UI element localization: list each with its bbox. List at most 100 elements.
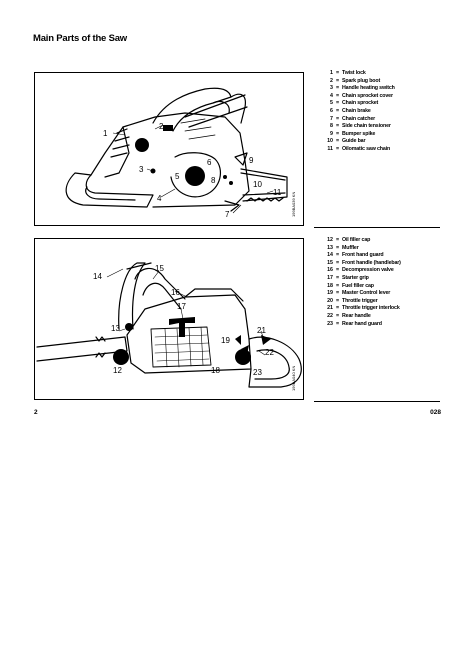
legend-number: 7 bbox=[330, 115, 333, 122]
figure-saw-rear-side: 14 15 16 17 13 12 18 19 20 21 22 23 199B… bbox=[34, 238, 304, 400]
callout-16: 16 bbox=[171, 288, 180, 297]
legend-part-name: Chain sprocket bbox=[342, 100, 379, 107]
callout-19: 19 bbox=[221, 336, 230, 345]
legend-number: 16 bbox=[327, 267, 333, 274]
callout-5: 5 bbox=[175, 172, 180, 181]
legend-part-name: Bumper spike bbox=[342, 130, 376, 137]
legend-part-name: Side chain tensioner bbox=[342, 123, 391, 130]
legend-part-name: Chain sprocket cover bbox=[342, 92, 393, 99]
legend-equals: = bbox=[335, 115, 340, 122]
legend-part-name: Handle heating switch bbox=[342, 85, 395, 92]
legend-equals: = bbox=[335, 244, 340, 251]
legend-equals: = bbox=[335, 305, 340, 312]
legend-equals: = bbox=[335, 92, 340, 99]
legend-item: 7=Chain catcher bbox=[314, 116, 395, 124]
callout-21: 21 bbox=[257, 326, 266, 335]
callout-12: 12 bbox=[113, 366, 122, 375]
legend-number: 14 bbox=[327, 252, 333, 259]
legend-number: 17 bbox=[327, 274, 333, 281]
legend-item: 1=Twist lock bbox=[314, 70, 395, 78]
legend-equals: = bbox=[335, 237, 340, 243]
legend-item: 4=Chain sprocket cover bbox=[314, 93, 395, 101]
legend-item: 23=Rear hand guard bbox=[314, 321, 401, 329]
legend-equals: = bbox=[335, 107, 340, 114]
figure-code: 199BA040 KN bbox=[291, 365, 296, 391]
legend-part-name: Muffler bbox=[342, 244, 359, 251]
legend-part-name: Throttle trigger bbox=[342, 297, 378, 304]
legend-equals: = bbox=[335, 77, 340, 84]
legend-number: 23 bbox=[327, 320, 333, 327]
legend-item: 17=Starter grip bbox=[314, 275, 401, 283]
legend-equals: = bbox=[335, 320, 340, 327]
divider-rule bbox=[314, 401, 440, 402]
callout-9: 9 bbox=[249, 156, 254, 165]
callout-11: 11 bbox=[273, 188, 282, 197]
legend-part-name: Chain brake bbox=[342, 107, 371, 114]
callout-13: 13 bbox=[111, 324, 120, 333]
legend-item: 21=Throttle trigger interlock bbox=[314, 305, 401, 313]
callout-18: 18 bbox=[211, 366, 220, 375]
legend-equals: = bbox=[335, 267, 340, 274]
legend-item: 16=Decompression valve bbox=[314, 267, 401, 275]
legend-number: 21 bbox=[327, 305, 333, 312]
legend-part-name: Guide bar bbox=[342, 138, 366, 145]
legend-number: 5 bbox=[330, 100, 333, 107]
legend-number: 9 bbox=[330, 130, 333, 137]
legend-item: 15=Front handle (handlebar) bbox=[314, 260, 401, 268]
legend-item: 20=Throttle trigger bbox=[314, 298, 401, 306]
figure-code: 199BA039 KN bbox=[291, 191, 296, 217]
legend-number: 6 bbox=[330, 107, 333, 114]
legend-equals: = bbox=[335, 282, 340, 289]
divider-rule bbox=[314, 227, 440, 228]
legend-equals: = bbox=[335, 138, 340, 145]
legend-number: 2 bbox=[330, 77, 333, 84]
callout-23: 23 bbox=[253, 368, 262, 377]
callout-22: 22 bbox=[265, 348, 274, 357]
callout-14: 14 bbox=[93, 272, 102, 281]
legend-item: 13=Muffler bbox=[314, 245, 401, 253]
figure-saw-chain-side: 1 2 3 4 5 6 7 8 9 10 11 199BA039 KN bbox=[34, 72, 304, 226]
callout-2: 2 bbox=[159, 122, 164, 131]
legend-equals: = bbox=[335, 70, 340, 76]
callout-7: 7 bbox=[225, 210, 230, 219]
legend-equals: = bbox=[335, 274, 340, 281]
callout-10: 10 bbox=[253, 180, 262, 189]
legend-item: 5=Chain sprocket bbox=[314, 100, 395, 108]
callout-8: 8 bbox=[211, 176, 216, 185]
legend-item: 22=Rear handle bbox=[314, 313, 401, 321]
saw-illustration-rear-side: 14 15 16 17 13 12 18 19 20 21 22 23 bbox=[36, 262, 302, 388]
legend-number: 13 bbox=[327, 244, 333, 251]
legend-equals: = bbox=[335, 259, 340, 266]
legend-part-name: Starter grip bbox=[342, 274, 369, 281]
legend-part-name: Rear handle bbox=[342, 312, 371, 319]
legend-part-name: Twist lock bbox=[342, 70, 366, 76]
legend-number: 1 bbox=[330, 70, 333, 76]
callout-4: 4 bbox=[157, 194, 162, 203]
legend-number: 4 bbox=[330, 92, 333, 99]
legend-equals: = bbox=[335, 297, 340, 304]
legend-item: 10=Guide bar bbox=[314, 138, 395, 146]
legend-part-name: Oilomatic saw chain bbox=[342, 145, 391, 152]
legend-part-name: Fuel filler cap bbox=[342, 282, 374, 289]
legend-equals: = bbox=[335, 123, 340, 130]
legend-part-name: Chain catcher bbox=[342, 115, 376, 122]
page-number: 2 bbox=[34, 409, 38, 416]
callout-1: 1 bbox=[103, 129, 108, 138]
legend-item: 6=Chain brake bbox=[314, 108, 395, 116]
callout-17: 17 bbox=[177, 302, 186, 311]
legend-number: 22 bbox=[327, 312, 333, 319]
legend-number: 11 bbox=[327, 145, 333, 152]
saw-illustration-chain-side: 1 2 3 4 5 6 7 8 9 10 11 bbox=[65, 87, 288, 219]
document-code: 028 bbox=[430, 409, 441, 416]
legend-item: 3=Handle heating switch bbox=[314, 85, 395, 93]
legend-number: 10 bbox=[327, 138, 333, 145]
legend-equals: = bbox=[335, 130, 340, 137]
legend-part-name: Front handle (handlebar) bbox=[342, 259, 401, 266]
legend-equals: = bbox=[335, 100, 340, 107]
legend-item: 9=Bumper spike bbox=[314, 131, 395, 139]
legend-number: 8 bbox=[330, 123, 333, 130]
legend-equals: = bbox=[335, 252, 340, 259]
legend-part-name: Oil filler cap bbox=[342, 237, 371, 243]
